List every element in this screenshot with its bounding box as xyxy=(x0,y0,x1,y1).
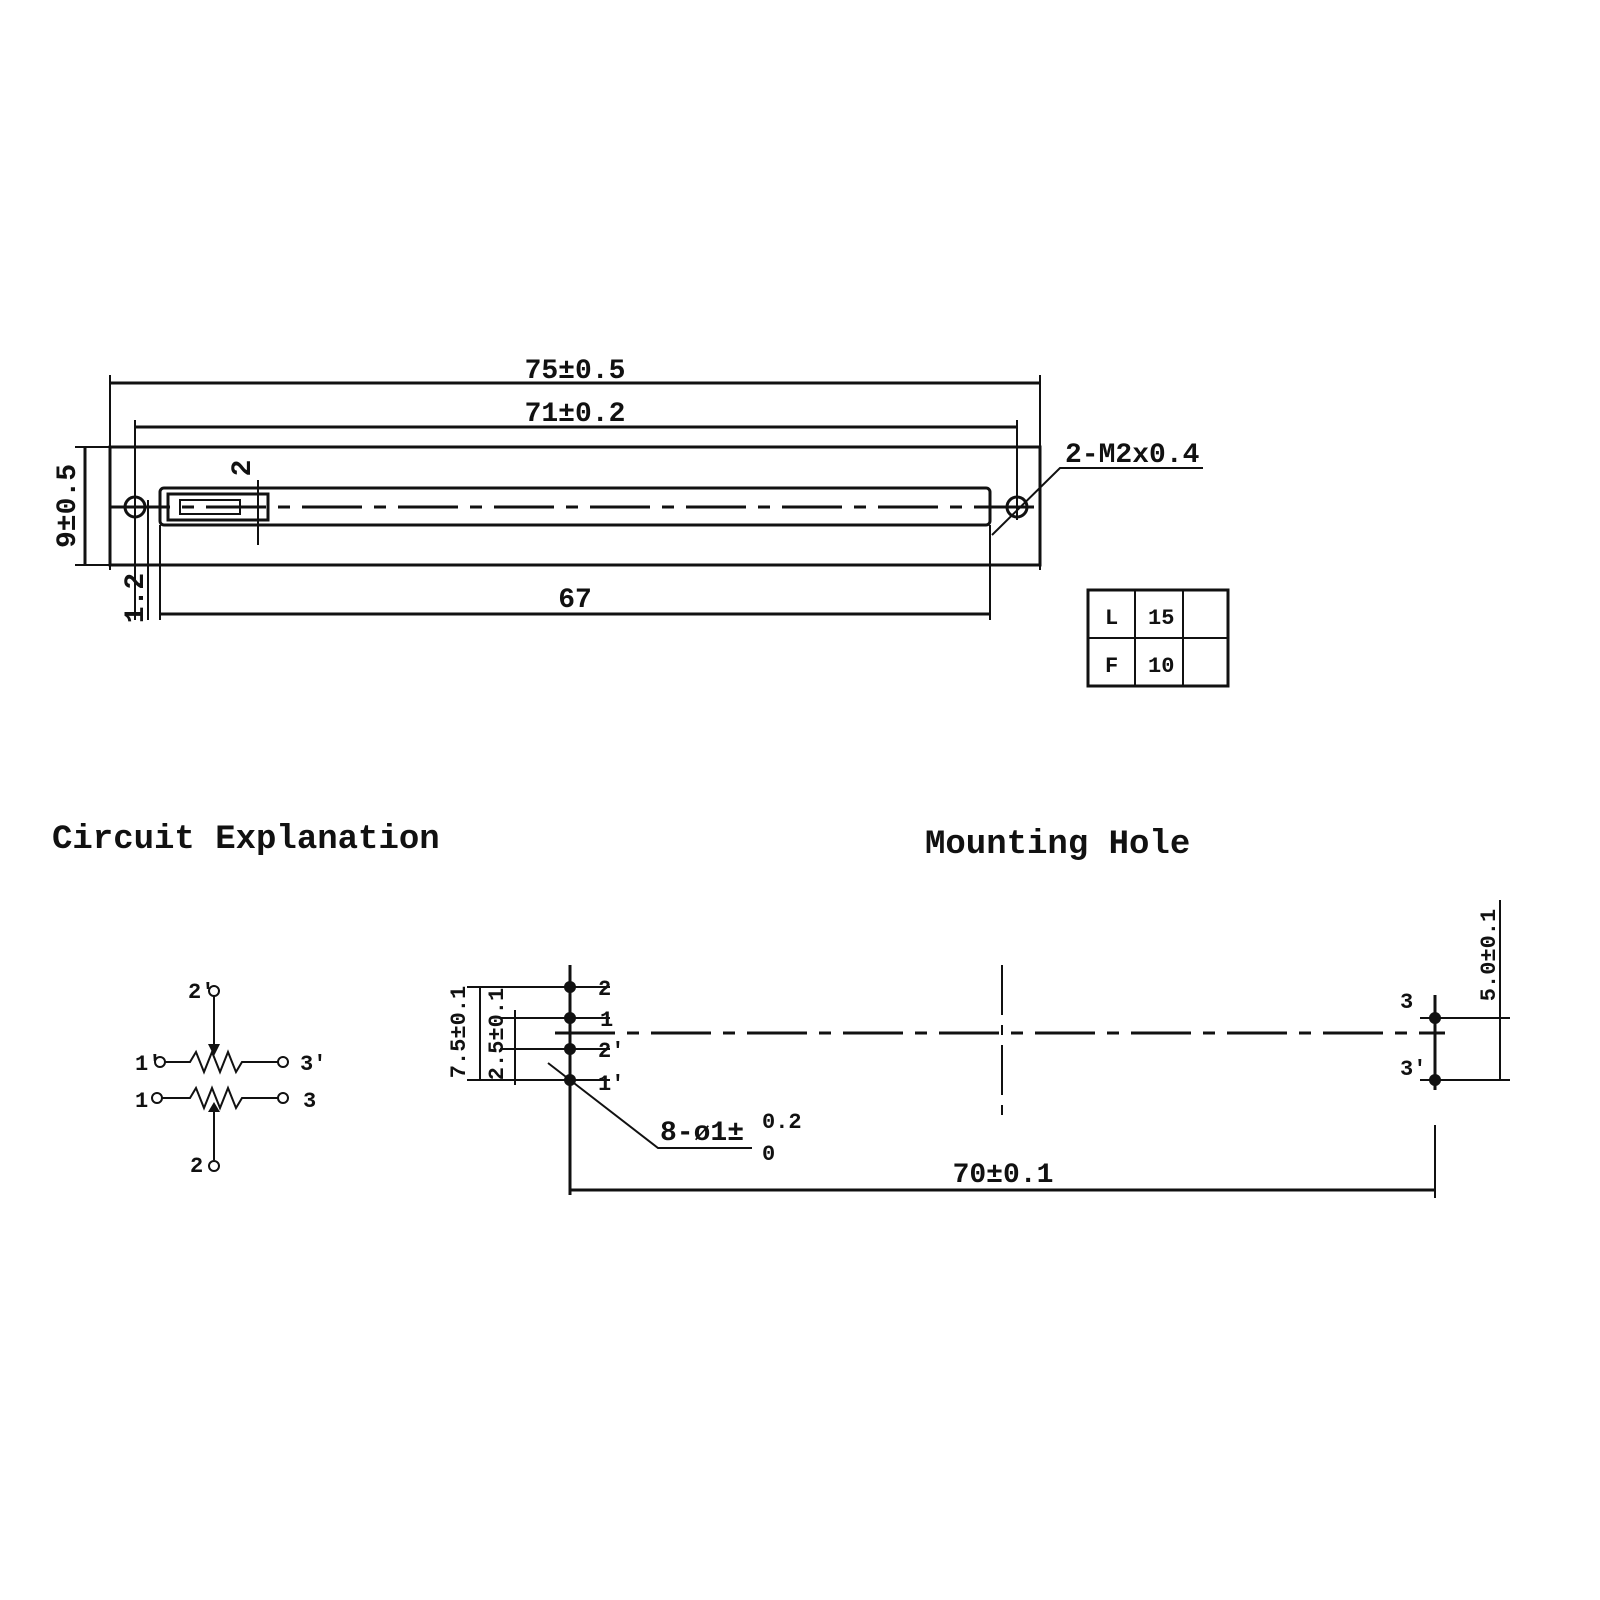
dim-right: 5.0±0.1 xyxy=(1477,909,1502,1001)
circuit-diagram: 2' 1' 3' 1 3 2 xyxy=(135,980,326,1179)
hole-label-1prime: 1' xyxy=(598,1072,624,1097)
mounting-hole-diagram: 2 1 2' 1' 7.5±0.1 2.5±0.1 8-ø1± 0.2 0 3 … xyxy=(447,900,1510,1198)
dim-offset: 1.2 xyxy=(121,573,152,623)
hole-tol-lower: 0 xyxy=(762,1142,775,1167)
mount-hole-right xyxy=(1005,495,1029,519)
mount-hole-left xyxy=(123,495,147,519)
pin-3prime-label: 3' xyxy=(300,1052,326,1077)
spec-table: L 15 F 10 xyxy=(1086,588,1230,688)
table-value-L: 15 xyxy=(1148,606,1174,631)
pin-2-label: 2 xyxy=(190,1154,203,1179)
dim-travel: 67 xyxy=(558,585,592,616)
right-holes: 3 3' xyxy=(1400,990,1510,1090)
dim-overall-length: 75±0.5 xyxy=(525,356,626,387)
pin-1prime-label: 1' xyxy=(135,1052,161,1077)
hole-label-2prime: 2' xyxy=(598,1039,624,1064)
hole-label-2: 2 xyxy=(598,977,611,1002)
pin-1-label: 1 xyxy=(135,1089,148,1114)
hole-tol-upper: 0.2 xyxy=(762,1110,802,1135)
pin-3-label: 3 xyxy=(303,1089,316,1114)
hole-label-3prime: 3' xyxy=(1400,1057,1426,1082)
dim-knob-width: 2 xyxy=(228,460,259,477)
resistor-bottom xyxy=(162,1085,278,1111)
dim-inner: 2.5±0.1 xyxy=(485,988,510,1080)
hole-label-3: 3 xyxy=(1400,990,1413,1015)
dim-height: 9±0.5 xyxy=(53,464,84,548)
screw-note: 2-M2x0.4 xyxy=(1065,440,1199,471)
circuit-title: Circuit Explanation xyxy=(52,821,440,859)
hole-note: 8-ø1± xyxy=(660,1118,744,1149)
table-label-L: L xyxy=(1105,606,1118,631)
dim-pitch: 70±0.1 xyxy=(953,1160,1054,1191)
left-holes: 2 1 2' 1' xyxy=(467,977,624,1097)
top-view: 75±0.5 71±0.2 9±0.5 2 1.2 67 2-M2x0.4 xyxy=(53,356,1203,623)
dim-mount-pitch: 71±0.2 xyxy=(525,399,626,430)
hole-label-1: 1 xyxy=(600,1008,613,1033)
mounting-title: Mounting Hole xyxy=(925,826,1190,864)
knob xyxy=(166,492,270,522)
pin-2prime-label: 2' xyxy=(188,980,214,1005)
dim-outer: 7.5±0.1 xyxy=(447,986,472,1078)
resistor-top xyxy=(165,1049,278,1075)
table-label-F: F xyxy=(1105,654,1118,679)
table-value-F: 10 xyxy=(1148,654,1174,679)
